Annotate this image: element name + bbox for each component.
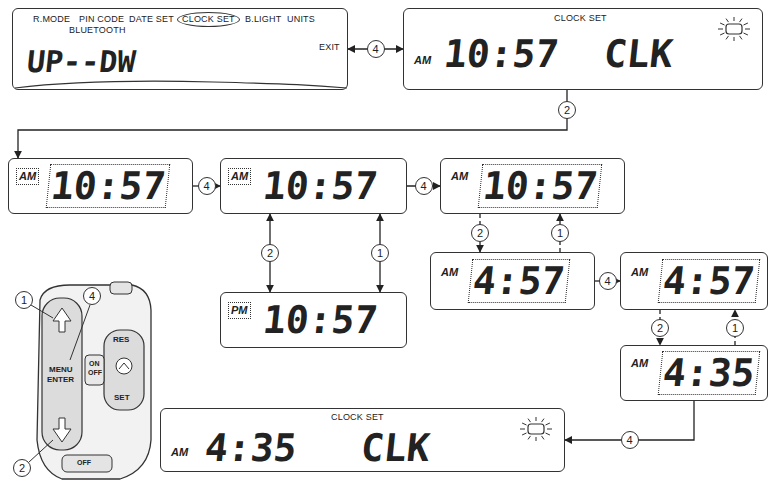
menu-item: B.LIGHT [245, 15, 281, 24]
button-label: ON [89, 360, 100, 367]
callout-number: 2 [471, 224, 489, 242]
callout-number: 1 [15, 291, 33, 309]
blink-icon [714, 15, 754, 43]
connector-arrow [18, 90, 567, 158]
lcd-screen: AM 4:35 [620, 345, 768, 401]
lcd-screen: CLOCK SET AM 4:35 CLK [160, 408, 565, 472]
menu-item: CLOCK SET [331, 413, 384, 422]
am-pm-indicator: AM [171, 447, 188, 458]
button-label: RES [113, 336, 129, 344]
kill-switch [62, 455, 112, 472]
down-arrow [53, 418, 71, 442]
lcd-digits: 4:57 [661, 262, 757, 300]
button-label: MENU [49, 366, 73, 374]
menu-item: R.MODE [33, 15, 70, 24]
am-pm-indicator: PM [231, 305, 248, 316]
button-label: ENTER [47, 376, 74, 384]
lcd-screen: AM 4:57 [430, 252, 595, 310]
blink-icon [516, 415, 556, 443]
button-label: OFF [77, 459, 91, 466]
lcd-digits: 10:57 [481, 167, 599, 205]
lcd-digits: CLK [602, 35, 675, 73]
lcd-digits: UP--DW [25, 47, 137, 77]
menu-item: CLOCK SET [177, 12, 240, 27]
lcd-digits: CLK [359, 429, 432, 467]
lcd-screen: PM 10:57 [220, 292, 407, 348]
callout-number: 1 [726, 319, 744, 337]
top-button [110, 282, 132, 294]
callout-number: 4 [621, 431, 639, 449]
callout-number: 4 [415, 177, 433, 195]
callout-number: 2 [261, 244, 279, 262]
lcd-screen: R.MODE PIN CODE DATE SETCLOCK SET B.LIGHT UN… [12, 8, 348, 90]
callout-number: 2 [558, 101, 576, 119]
cruise-icon [116, 358, 132, 374]
menu-item: PIN CODE [79, 15, 124, 24]
menu-item: UNITS [287, 15, 315, 24]
on-off-button [85, 355, 104, 385]
lcd-screen: AM 10:57 [220, 158, 407, 214]
button-label: SET [114, 394, 130, 402]
callout-number: 2 [651, 319, 669, 337]
lcd-digits: 4:57 [471, 262, 567, 300]
menu-item: EXIT [319, 43, 340, 52]
lcd-digits: 10:57 [442, 35, 560, 73]
leader-line [29, 440, 53, 462]
callout-number: 4 [367, 40, 385, 58]
lcd-screen: CLOCK SET AM 10:57 CLK [403, 8, 763, 90]
am-pm-indicator: AM [631, 267, 648, 278]
leader-line [70, 305, 90, 360]
callout-number: 4 [198, 177, 216, 195]
lcd-digits: 4:35 [203, 429, 299, 467]
button-label: OFF [88, 369, 102, 376]
lcd-digits: 10:57 [49, 167, 167, 205]
lcd-screen: AM 10:57 [8, 158, 193, 214]
am-pm-indicator: AM [414, 55, 431, 66]
am-pm-indicator: AM [441, 267, 458, 278]
menu-item: BLUETOOTH [69, 26, 126, 35]
callout-number: 1 [371, 244, 389, 262]
leader-line [31, 305, 53, 318]
am-pm-indicator: AM [19, 171, 36, 182]
menu-item: DATE SET [129, 15, 174, 24]
lcd-screen: AM 10:57 [440, 158, 625, 214]
am-pm-indicator: AM [631, 358, 648, 369]
callout-number: 1 [551, 224, 569, 242]
menu-item: CLOCK SET [554, 14, 607, 23]
callout-number: 2 [13, 459, 31, 477]
switch-housing [37, 285, 151, 479]
cruise-cluster [104, 330, 144, 410]
callout-number: 4 [599, 272, 617, 290]
lcd-screen: AM 4:57 [620, 252, 768, 310]
callout-number: 4 [83, 287, 101, 305]
lcd-digits: 10:57 [261, 167, 379, 205]
cruise-icon [119, 363, 129, 369]
lcd-digits: 10:57 [261, 301, 379, 339]
am-pm-indicator: AM [451, 171, 468, 182]
menu-rocker [42, 298, 82, 450]
am-pm-indicator: AM [231, 171, 248, 182]
lcd-digits: 4:35 [661, 354, 757, 392]
up-arrow [53, 308, 71, 332]
